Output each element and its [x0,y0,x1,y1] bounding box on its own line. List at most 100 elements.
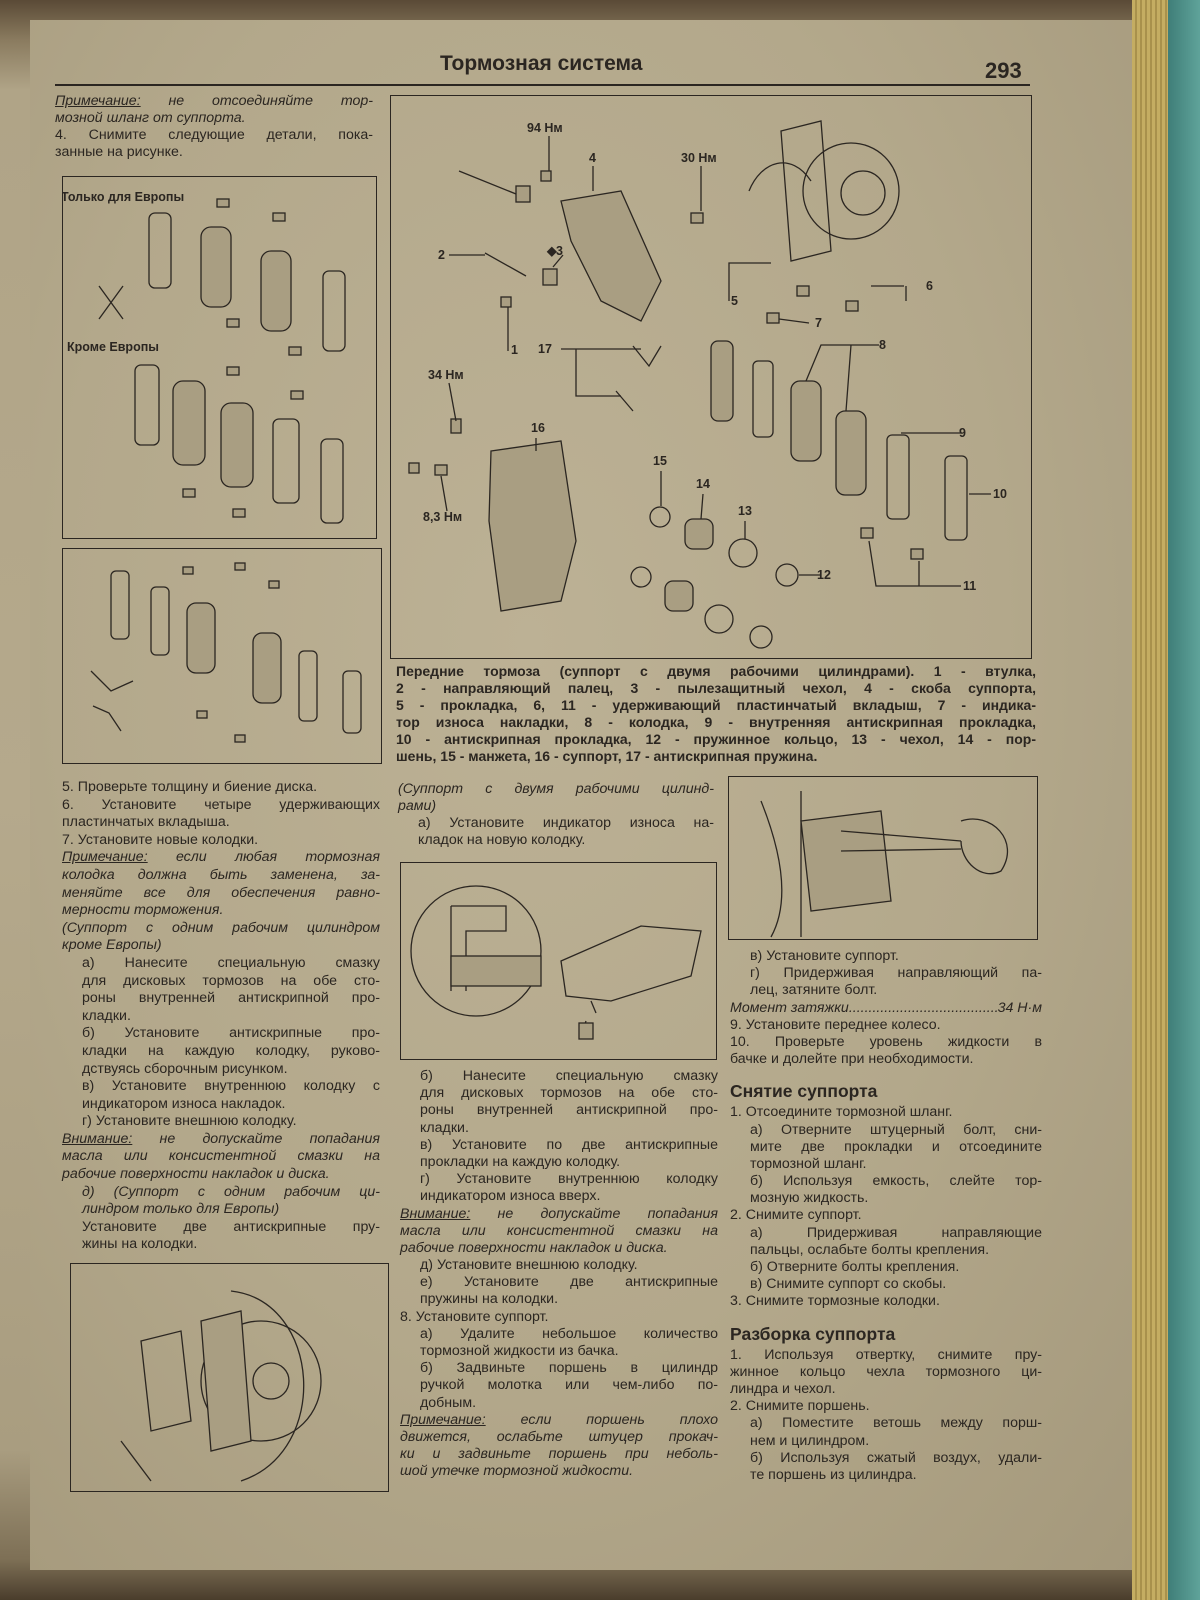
label-europe-only: Только для Европы [63,190,184,204]
callout-34nm: 34 Нм [428,368,464,382]
caliper-install-diagram [760,791,1008,938]
text-line: 9. Установите переднее колесо. [730,1016,941,1033]
front-brakes-diagram: 94 Нм 4 30 Нм 2 ◆ 3 5 6 7 1 17 8 34 Нм 1… [408,120,1007,649]
caption-line: 5 - прокладка, 6, 11 - удерживающий плас… [396,697,1036,713]
callout-13: 13 [738,504,752,518]
text-line: 1. Отсоедините тормозной шланг. [730,1104,953,1121]
text-line: б) Нанесите специальную смазку [420,1068,718,1084]
text-line: е) Установите две антискрипные [420,1274,718,1291]
figure-caliper-on-disc [70,1263,389,1492]
callout-3-num: 3 [556,244,563,258]
page-header-title: Тормозная система [440,52,643,75]
caliper [488,440,577,612]
text-line: в) Установите суппорт. [750,948,899,964]
callout-10: 10 [993,487,1007,501]
text-line: Момент затяжки..........................… [730,1000,1042,1017]
note-label: Внимание: [62,1130,133,1147]
text-line: г) Придерживая направляющий па- [750,965,1042,982]
text-line: меняйте все для обеспечения равно- [62,884,380,901]
text-line: г) Установите внешнюю колодку. [82,1113,297,1130]
text-line: а) Нанесите специальную смазку [82,954,380,971]
callout-12: 12 [817,568,831,582]
text-line: мозной шланг от суппорта. [55,110,246,126]
caption-line: тор износа накладки, 8 - колодка, 9 - вн… [396,714,1036,730]
text-line: индикатором износа накладок. [82,1095,286,1112]
caption-line: шень, 15 - манжета, 16 - суппорт, 17 - а… [396,748,818,764]
text-line: д) (Суппорт с одним рабочим ци- [82,1183,380,1200]
top-left-text: Примечание: не отсоединяйте тор-мозной ш… [55,93,373,161]
text-line: 2. Снимите суппорт. [730,1207,862,1224]
text-line: движется, ослабьте штуцер прокач- [400,1428,718,1445]
leader-lines [440,136,991,587]
text-line: линдра и чехол. [730,1380,836,1397]
left-column-text: 5. Проверьте толщину и биение диска.6. У… [62,779,380,1254]
text-line: кладки на каждую колодку, руково- [82,1042,380,1059]
text-line: 2. Снимите поршень. [730,1398,870,1415]
text-line: тормозной жидкости из бачка. [420,1343,619,1359]
caption-line: 10 - антискрипная прокладка, 12 - пружин… [396,731,1036,747]
text-line: Внимание: не допускайте попадания [400,1205,718,1222]
page-number: 293 [985,58,1022,83]
section-heading: Снятие суппорта [730,1081,878,1102]
callout-6: 6 [926,279,933,293]
note-label: Примечание: [400,1411,486,1428]
callout-11: 11 [963,579,976,593]
figure-pads-single-cylinder: Только для Европы Кроме Европы [61,176,377,539]
callout-4: 4 [589,151,596,165]
disc-and-hub [748,120,900,262]
figure-caption: Передние тормоза (суппорт с двумя рабочи… [396,663,1036,765]
text-line: 5. Проверьте толщину и биение диска. [62,779,318,795]
text-line: а) Удалите небольшое количество [420,1325,718,1342]
text-line: (Суппорт с одним рабочим цилиндром [62,919,380,936]
callout-5: 5 [731,294,738,308]
text-line: 4. Снимите следующие детали, пока- [55,127,373,143]
text-line: жины на колодки. [82,1236,198,1253]
callout-labels: 94 Нм 4 30 Нм 2 ◆ 3 5 6 7 1 17 8 34 Нм 1… [423,121,1007,593]
text-line: лец, затяните болт. [750,982,878,999]
leader-dots: ........................................… [848,999,998,1016]
callout-2: 2 [438,248,445,262]
text-line: мите две прокладки и отсоедините [750,1138,1042,1155]
text-line: Установите две антискрипные пру- [82,1218,380,1235]
text-line: а) Придерживая направляющие [750,1224,1042,1241]
pads-diagram: Только для Европы Кроме Европы [61,190,346,524]
figure-front-brakes-exploded: 94 Нм 4 30 Нм 2 ◆ 3 5 6 7 1 17 8 34 Нм 1… [390,95,1032,659]
text-line: пружины на колодки. [420,1291,559,1308]
text-line: колодка должна быть заменена, за- [62,866,380,883]
torque-value: 34 Н·м [997,999,1042,1016]
text-line: а) Отверните штуцерный болт, сни- [750,1121,1042,1138]
text-line: ручкой молотка или чем-либо по- [420,1377,718,1394]
section-heading: Разборка суппорта [730,1323,896,1344]
callout-14: 14 [696,477,710,491]
middle-column-top-text: (Суппорт с двумя рабочими цилинд-рами)а)… [398,781,714,849]
pads [615,285,968,560]
text-line: масла или консистентной смазки на [62,1148,380,1165]
note-label: Примечание: [62,849,148,866]
text-line: 10. Проверьте уровень жидкости в [730,1033,1042,1050]
text-line: в) Установите внутреннюю колодку с [82,1078,380,1095]
caption-line: Передние тормоза (суппорт с двумя рабочи… [396,663,1036,679]
text-line: мозную жидкость. [750,1190,869,1207]
text-line: б) Задвиньте поршень в цилиндр [420,1360,718,1377]
pad-shapes [98,212,346,524]
text-line: масла или консистентной смазки на [400,1222,718,1239]
text-line: Примечание: не отсоединяйте тор- [55,93,373,109]
label-except-europe: Кроме Европы [67,340,159,354]
wear-indicator-diagram [410,885,702,1040]
text-line: (Суппорт с двумя рабочими цилинд- [398,781,714,797]
text-line: жинное кольцо чехла тормозного ци- [730,1363,1042,1380]
text-line: а) Установите индикатор износа на- [418,815,714,831]
text-line: рабочие поверхности накладок и диска. [62,1166,330,1183]
page-edges [1132,0,1170,1600]
torque-label: Момент затяжки [730,999,849,1016]
text-line: а) Поместите ветошь между порш- [750,1415,1042,1432]
text-line: пальцы, ослабьте болты крепления. [750,1241,990,1258]
callout-15: 15 [653,454,667,468]
text-line: дствуясь сборочным рисунком. [82,1060,288,1077]
pads-layout-diagram [90,562,362,743]
text-line: б) Используя сжатый воздух, удали- [750,1449,1042,1466]
callout-9: 9 [959,426,966,440]
callout-94nm: 94 Нм [527,121,563,135]
text-line: 3. Снимите тормозные колодки. [730,1293,940,1310]
text-line: прокладки на каждую колодку. [420,1153,621,1170]
